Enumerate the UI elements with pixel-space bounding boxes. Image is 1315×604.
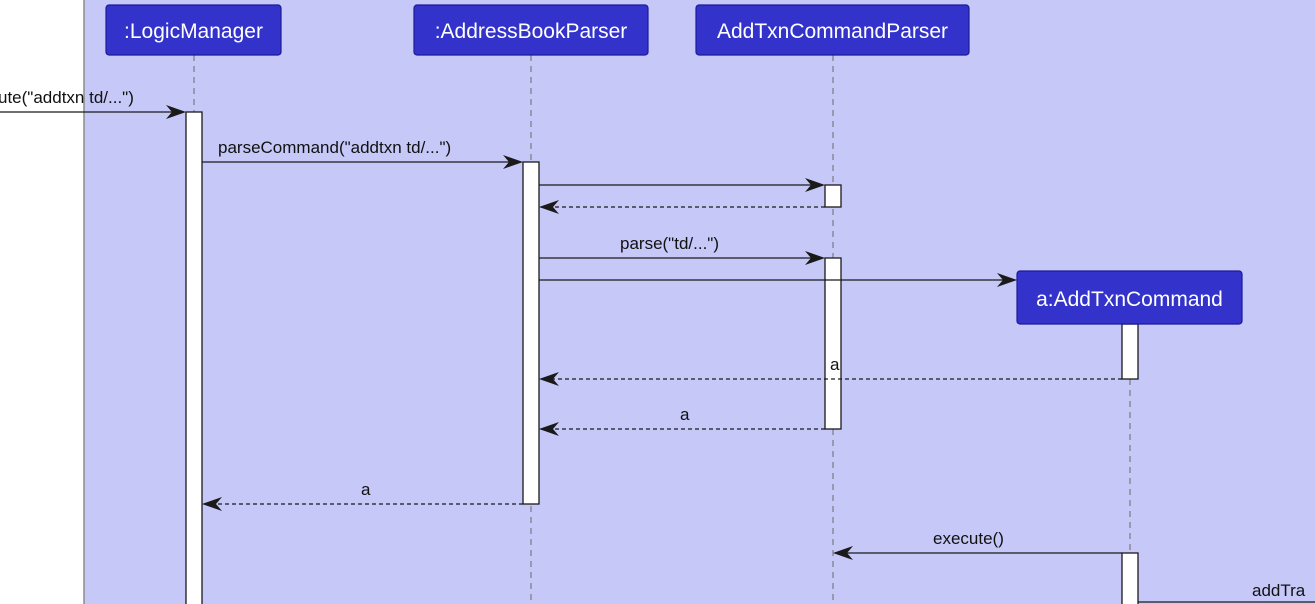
participant-label: AddTxnCommandParser — [717, 20, 948, 43]
participant-label: :AddressBookParser — [435, 20, 628, 43]
activation-cmdparser-parse — [824, 257, 842, 430]
activation-address-book-parser — [522, 161, 540, 505]
participant-label: a:AddTxnCommand — [1036, 288, 1223, 311]
activation-add-txn-command-execute — [1121, 552, 1139, 604]
participant-logic-manager: :LogicManager — [105, 4, 282, 56]
label-return-to-logic: a — [361, 480, 371, 499]
label-parse: parse("td/...") — [620, 234, 719, 253]
label-return-command: a — [830, 355, 840, 374]
participant-add-txn-command: a:AddTxnCommand — [1016, 270, 1243, 325]
label-parse-command: parseCommand("addtxn td/...") — [218, 138, 451, 157]
participant-add-txn-command-parser: AddTxnCommandParser — [695, 4, 970, 56]
messages — [0, 105, 1315, 603]
label-execute-in: ute("addtxn td/...") — [0, 88, 134, 107]
message-labels: ute("addtxn td/...") parseCommand("addtx… — [0, 88, 1306, 600]
label-add-transaction-out: addTra — [1252, 581, 1306, 600]
participant-label: :LogicManager — [124, 20, 263, 43]
label-return-from-cmdparser: a — [680, 405, 690, 424]
activation-bars — [185, 111, 1139, 604]
label-execute-command: execute() — [933, 529, 1004, 548]
activation-logic-manager — [185, 111, 203, 604]
participant-address-book-parser: :AddressBookParser — [413, 4, 649, 56]
activation-add-txn-command-init — [1121, 323, 1139, 380]
activation-cmdparser-create — [824, 184, 842, 208]
